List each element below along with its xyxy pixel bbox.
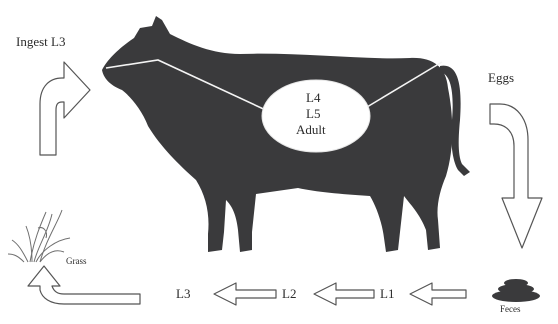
bottom-arrows bbox=[28, 266, 466, 305]
ingest-arrow-icon bbox=[40, 62, 90, 155]
l2-label: L2 bbox=[282, 286, 296, 302]
feces-label: Feces bbox=[500, 304, 521, 314]
arrow-feces-to-l1-icon bbox=[410, 283, 466, 305]
grass-icon bbox=[8, 210, 70, 262]
eggs-label: Eggs bbox=[488, 70, 514, 86]
arrow-l3-to-grass-icon bbox=[28, 266, 140, 304]
arrow-l1-to-l2-icon bbox=[314, 283, 374, 305]
ingest-label: Ingest L3 bbox=[16, 34, 65, 50]
l1-label: L1 bbox=[380, 286, 394, 302]
arrow-l2-to-l3-icon bbox=[214, 283, 276, 305]
l3-label: L3 bbox=[176, 286, 190, 302]
adult-label: Adult bbox=[296, 122, 326, 138]
l4-label: L4 bbox=[306, 90, 320, 106]
l5-label: L5 bbox=[306, 106, 320, 122]
eggs-arrow-icon bbox=[490, 104, 542, 248]
feces-icon bbox=[492, 279, 540, 302]
grass-label: Grass bbox=[66, 256, 87, 266]
